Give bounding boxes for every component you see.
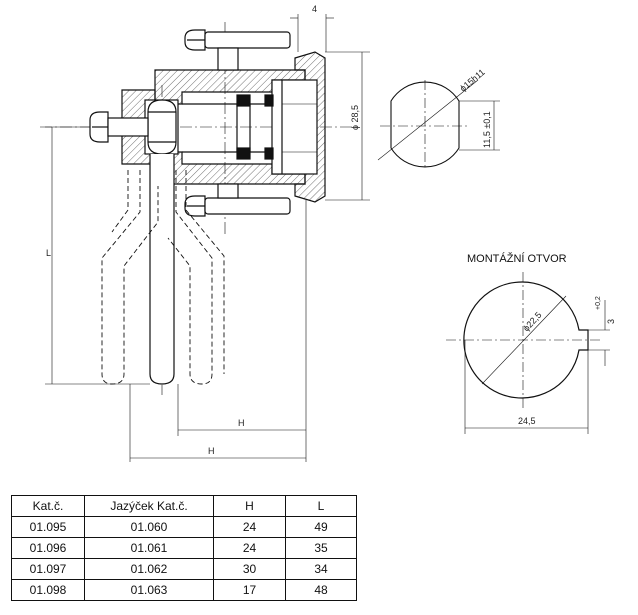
cell-h: 24 (213, 516, 286, 538)
cell-cat-no: 01.096 (11, 537, 85, 559)
dim-hole-diameter: ϕ15h11 (458, 67, 487, 94)
hole-profile (377, 79, 500, 170)
cell-l: 35 (285, 537, 357, 559)
table-row: 01.098 01.063 17 48 (11, 579, 357, 601)
cell-cat-no: 01.097 (11, 558, 85, 580)
cell-tongue-cat-no: 01.062 (84, 558, 214, 580)
mounting-title: MONTÁŽNÍ OTVOR (467, 252, 567, 265)
mounting-slot-tolerance: +0,2 (595, 296, 602, 310)
header-l: L (285, 495, 357, 517)
cell-l: 49 (285, 516, 357, 538)
mounting-hole (446, 272, 610, 434)
technical-drawing: 4 ϕ 28,5 L H H ϕ15h11 11,5 ±0,1 MONTÁŽNÍ… (40, 4, 616, 462)
cell-h: 17 (213, 579, 286, 601)
dim-flat-height: 11,5 ±0,1 (482, 111, 492, 148)
mounting-slot-width: 3 (606, 319, 616, 324)
dim-top-gap: 4 (312, 4, 317, 14)
header-tongue-cat-no: Jazýček Kat.č. (84, 495, 214, 517)
cell-h: 30 (213, 558, 286, 580)
table-row: 01.095 01.060 24 49 (11, 516, 357, 538)
dimension-lines (45, 14, 370, 462)
cell-l: 48 (285, 579, 357, 601)
cell-tongue-cat-no: 01.063 (84, 579, 214, 601)
cell-cat-no: 01.098 (11, 579, 85, 601)
header-cat-no: Kat.č. (11, 495, 85, 517)
dim-body-diameter: ϕ 28,5 (350, 105, 360, 130)
dim-height-inner: H (238, 418, 245, 428)
table-header-row: Kat.č. Jazýček Kat.č. H L (11, 495, 357, 517)
cell-h: 24 (213, 537, 286, 559)
cell-l: 34 (285, 558, 357, 580)
cell-tongue-cat-no: 01.061 (84, 537, 214, 559)
table-row: 01.096 01.061 24 35 (11, 537, 357, 559)
catalog-table: Kat.č. Jazýček Kat.č. H L 01.095 01.060 … (11, 495, 357, 601)
lock-section (40, 22, 360, 395)
cell-cat-no: 01.095 (11, 516, 85, 538)
header-h: H (213, 495, 286, 517)
cell-tongue-cat-no: 01.060 (84, 516, 214, 538)
mounting-overall-width: 24,5 (518, 416, 536, 426)
dim-length: L (46, 248, 51, 258)
dim-height-outer: H (208, 446, 215, 456)
mounting-diameter: ϕ22,5 (521, 310, 544, 333)
table-row: 01.097 01.062 30 34 (11, 558, 357, 580)
